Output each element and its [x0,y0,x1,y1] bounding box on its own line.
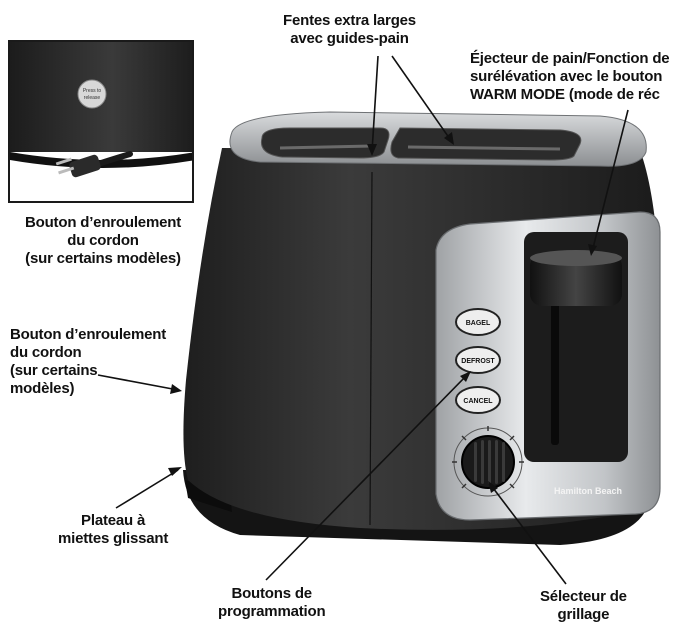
label-slots: Fentes extra larges avec guides-pain [283,12,416,48]
body-seam [369,171,373,526]
cord-wrap-inset: Press to release [8,40,194,203]
label-program-buttons-line-1: Boutons de [231,585,312,602]
label-cord-wrap-inset: Bouton d’enroulement du cordon (sur cert… [0,214,206,268]
label-shade-selector: Sélecteur de grillage [540,588,627,624]
cancel-button: CANCEL [455,386,501,414]
ejector-lever-top [530,250,622,266]
label-ejector-line-3: WARM MODE (mode de réc [470,86,660,103]
bagel-button-label: BAGEL [466,320,491,327]
cord-wrap-inset-illustration: Press to release [10,42,192,178]
label-cord-wrap-side-line-2: du cordon [10,344,82,361]
leader-lines [97,55,629,585]
label-cord-wrap-side-line-4: modèles) [10,380,75,397]
inset-cord-button [77,79,107,109]
defrost-button: DEFROST [455,346,501,374]
inset-cord [95,151,133,167]
bread-guide-left [279,144,373,150]
arrowheads [168,132,597,493]
bread-guide-right [407,145,561,151]
shade-dial [452,426,524,497]
label-shade-selector-line-1: Sélecteur de [540,588,627,605]
inset-button-line-2: release [84,95,101,101]
label-crumb-tray: Plateau à miettes glissant [58,512,168,548]
leader-program-buttons [265,373,469,581]
label-cord-wrap-inset-line-2: du cordon [67,232,139,249]
leader-shade-selector [489,483,567,585]
label-program-buttons-line-2: programmation [218,603,326,620]
label-ejector: Éjecteur de pain/Fonction de surélévatio… [470,50,670,104]
label-cord-wrap-inset-line-1: Bouton d’enroulement [25,214,181,231]
label-slots-line-1: Fentes extra larges [283,12,416,29]
label-crumb-tray-line-1: Plateau à [81,512,146,529]
label-shade-selector-line-2: grillage [557,606,610,623]
label-ejector-line-2: surélévation avec le bouton [470,68,663,85]
bread-slot-left [260,127,390,159]
leader-ejector [591,109,629,253]
label-slots-line-2: avec guides-pain [290,30,409,47]
brand-logo-text: Hamilton Beach [554,486,622,496]
leader-crumb-tray [115,469,179,509]
label-crumb-tray-line-2: miettes glissant [58,530,169,547]
plug-icon [55,154,101,178]
label-cord-wrap-side-line-3: (sur certains [10,362,98,379]
defrost-button-label: DEFROST [461,358,495,365]
cancel-button-label: CANCEL [463,398,493,405]
label-cord-wrap-side-line-1: Bouton d’enroulement [10,326,166,343]
label-program-buttons: Boutons de programmation [218,585,326,621]
bagel-button: BAGEL [455,308,501,336]
label-ejector-line-1: Éjecteur de pain/Fonction de [470,50,670,67]
leader-slots-right [391,55,453,143]
leader-slots-left [371,55,379,153]
label-cord-wrap-inset-line-3: (sur certains modèles) [25,250,181,267]
lever-track [551,300,559,445]
inset-button-line-1: Press to [83,88,102,94]
crumb-tray [185,480,232,512]
leader-cord-wrap [97,374,179,391]
label-cord-wrap-side: Bouton d’enroulement du cordon (sur cert… [10,326,166,398]
ejector-lever [530,254,622,306]
bread-slot-right [390,127,582,161]
